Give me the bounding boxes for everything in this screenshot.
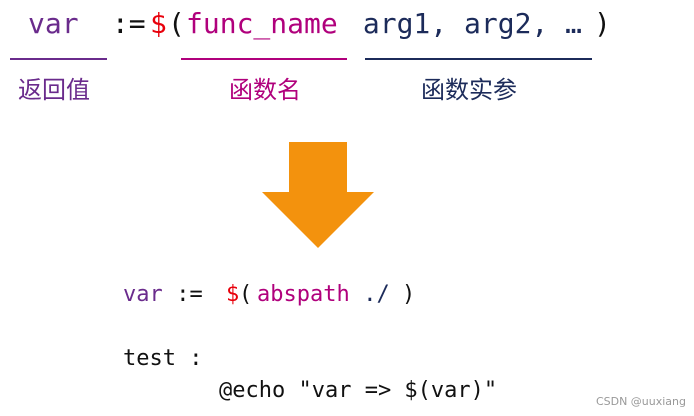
func-name-caption: 函数名 (229, 76, 301, 104)
args-underline (365, 58, 592, 60)
syntax-func-name: func_name (186, 7, 338, 40)
syntax-args: arg1, arg2, … (346, 7, 583, 40)
return-value-underline (10, 58, 107, 60)
example-recipe: @echo "var => $(var)" (219, 378, 498, 403)
return-value-caption: 返回值 (18, 76, 90, 104)
example-target: test : (123, 346, 203, 371)
syntax-var: var (28, 7, 79, 40)
watermark: CSDN @uuxiang (595, 395, 686, 408)
down-arrow-icon (262, 142, 374, 248)
example-open-paren: ( (239, 282, 253, 307)
example-close-paren: ) (402, 282, 416, 307)
example-dollar: $ (226, 282, 240, 307)
syntax-dollar: $ (150, 7, 167, 40)
example-arg: ./ (350, 282, 390, 307)
args-caption: 函数实参 (421, 76, 517, 104)
example-var: var (123, 282, 163, 307)
example-func: abspath (257, 282, 350, 307)
syntax-open-paren: ( (168, 7, 185, 40)
example-assign: := (163, 282, 216, 307)
func-name-underline (181, 58, 347, 60)
syntax-assign: := (95, 7, 163, 40)
syntax-close-paren: ) (594, 7, 611, 40)
